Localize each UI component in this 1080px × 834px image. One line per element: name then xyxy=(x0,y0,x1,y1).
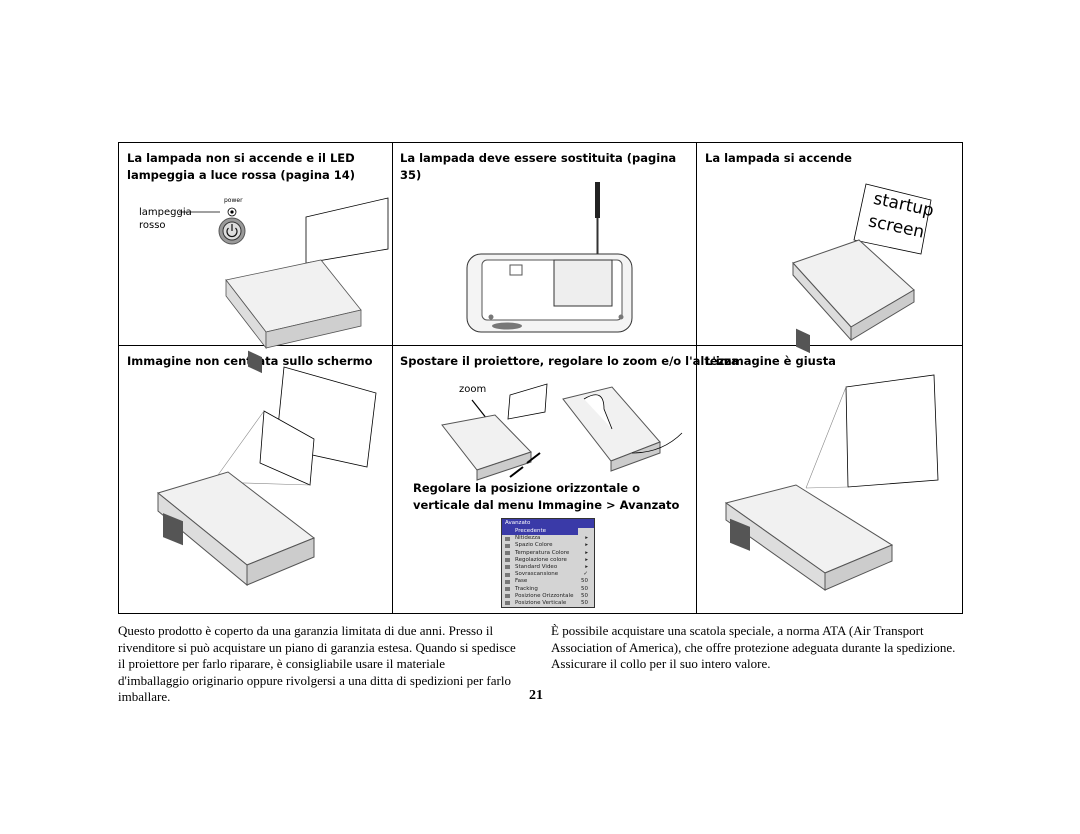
lamp-replacement-illustration xyxy=(466,182,633,333)
menu-item: Standard Video▸ xyxy=(502,564,594,571)
warranty-paragraph: Questo prodotto è coperto da una garanzi… xyxy=(118,623,516,704)
page-number: 21 xyxy=(529,688,543,703)
table-divider xyxy=(392,142,393,614)
cell-heading-lamp-on: La lampada si accende xyxy=(705,151,852,165)
advanced-menu-screenshot: Avanzato Precedente Nitidezza▸ Spazio Co… xyxy=(501,518,595,608)
zoom-label: zoom xyxy=(459,384,487,395)
lampeggia-label: lampeggia xyxy=(139,207,192,218)
cell-heading-image-ok: L'immagine è giusta xyxy=(705,354,836,368)
power-label: power xyxy=(224,197,243,204)
projector-zoom-illustration xyxy=(441,383,683,481)
cell-heading-replace-lamp: La lampada deve essere sostituita (pagin… xyxy=(400,151,677,182)
ata-case-paragraph: È possibile acquistare una scatola speci… xyxy=(551,623,956,671)
menu-item: Temperatura Colore▸ xyxy=(502,550,594,557)
projector-power-illustration xyxy=(179,197,389,374)
projector-offcenter-illustration xyxy=(156,366,377,587)
cell-heading-move-projector: Spostare il proiettore, regolare lo zoom… xyxy=(400,354,739,368)
table-divider xyxy=(118,345,963,346)
projector-startup-illustration xyxy=(792,183,932,354)
menu-title: Avanzato xyxy=(502,519,594,528)
rosso-label: rosso xyxy=(139,220,166,231)
troubleshooting-table xyxy=(118,142,963,614)
menu-item: Sovrascansione✓ xyxy=(502,571,594,578)
menu-item: Regolazione colore▸ xyxy=(502,557,594,564)
menu-item: Precedente xyxy=(502,528,578,536)
menu-item: Nitidezza▸ xyxy=(502,535,594,542)
cell-heading-adjust-position: Regolare la posizione orizzontale o vert… xyxy=(413,481,680,512)
cell-heading-lamp-off: La lampada non si accende e il LED lampe… xyxy=(127,151,356,182)
table-divider xyxy=(696,142,697,614)
projector-correct-illustration xyxy=(724,374,939,591)
menu-item: Spazio Colore▸ xyxy=(502,542,594,549)
